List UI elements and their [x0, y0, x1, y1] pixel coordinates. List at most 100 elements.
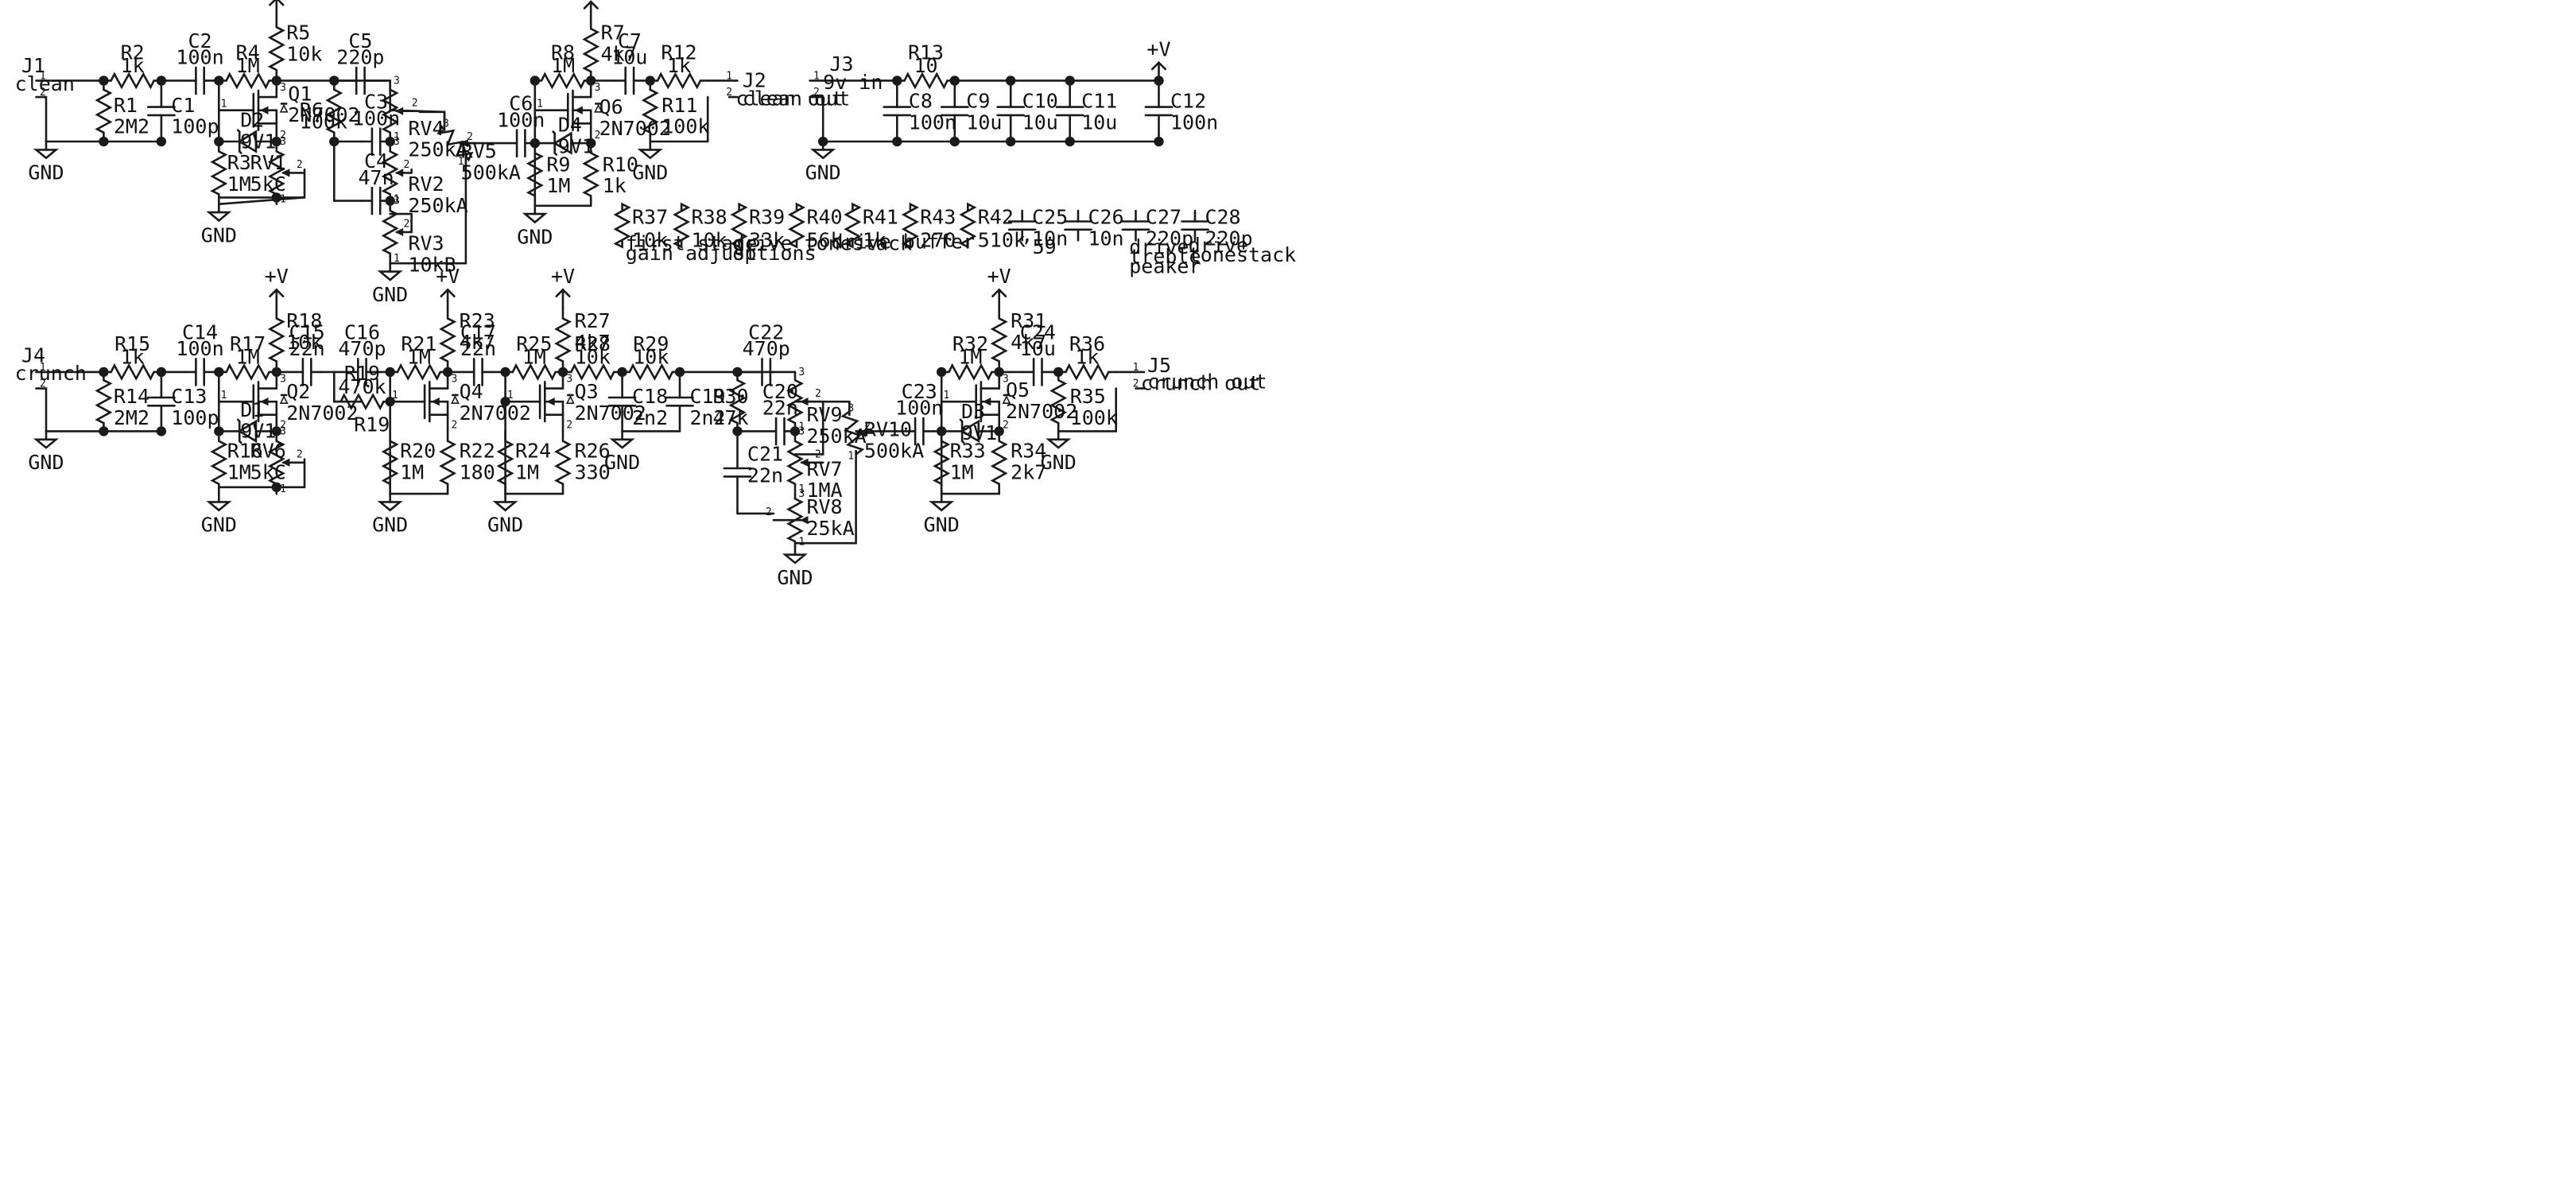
wire [793, 449, 857, 545]
value-label: 10k [286, 43, 322, 66]
ref-label: R39 [749, 206, 785, 229]
value-label: 10kB [408, 254, 456, 277]
value-label: 100n [497, 108, 545, 131]
pin-number: 2 [815, 388, 821, 400]
ref-label: R34 [1011, 440, 1046, 463]
pin-number: 2 [815, 449, 821, 461]
pin-number: 2 [403, 159, 409, 171]
ref-label: C15 [289, 320, 325, 343]
ref-label: R3 [227, 151, 251, 174]
junction-dot [156, 367, 167, 378]
ground-symbol [782, 545, 808, 564]
mosfet-q2 [217, 370, 289, 433]
resistor-body [267, 306, 285, 374]
value-label: 250kA [806, 425, 866, 448]
resistor-r11 [641, 80, 659, 143]
junction-dot [271, 192, 282, 203]
value-label: 1M [551, 54, 575, 77]
ref-label: Q6 [599, 95, 623, 118]
resistor-r13 [896, 72, 956, 90]
junction-dot [156, 426, 167, 436]
potentiometer-rv2 [381, 140, 413, 206]
ref-label: R18 [286, 309, 322, 332]
annotation-drive: drive [1129, 235, 1189, 258]
pin-number: 3 [394, 196, 400, 208]
value-label: 5kC [250, 460, 286, 483]
pin-number: 1 [813, 70, 820, 82]
wire [332, 140, 363, 202]
pin-number: 3 [280, 136, 286, 148]
junction-dot [892, 136, 902, 147]
capacitor-c26 [1064, 209, 1092, 242]
capacitor-c17 [463, 357, 494, 386]
annotation-first-stage: first stage [626, 232, 758, 255]
value-label: 22n [289, 337, 325, 360]
junction-dot [732, 426, 743, 436]
value-label: 9V1 [240, 130, 276, 153]
junction-dot [1005, 136, 1016, 147]
resistor-r22 [439, 430, 457, 495]
value-label: 4k7 [575, 331, 611, 354]
ref-label: RV9 [806, 403, 842, 426]
pin-number: 3 [280, 426, 286, 438]
pin-number: 1 [726, 70, 732, 82]
ground-label: GND [517, 225, 553, 248]
pin-number: 1 [944, 390, 950, 401]
value-label: 100n [176, 337, 223, 360]
junction-dot [1065, 76, 1075, 86]
junction-dot [1154, 76, 1164, 86]
capacitor-c2 [184, 66, 215, 95]
value-label: 10u [1022, 111, 1058, 134]
resistor-r23 [438, 306, 457, 374]
ref-label: R32 [952, 332, 988, 355]
potentiometer-rv6 [267, 430, 306, 495]
potentiometer-rv10 [840, 409, 874, 456]
capacitor-c8 [883, 80, 912, 143]
pin-number: 2 [1133, 378, 1139, 390]
ref-label: D4 [558, 114, 582, 137]
pin-number: 3 [848, 403, 854, 415]
ref-label: R11 [661, 94, 697, 117]
ref-label: R38 [692, 206, 727, 229]
junction-dot [271, 136, 282, 147]
ref-label: C25 [1032, 206, 1068, 229]
ref-label: R22 [460, 440, 495, 463]
value-label: 100n [176, 46, 223, 69]
resistor-body [526, 142, 544, 208]
pin-number: 1 [40, 70, 46, 82]
resistor-body [728, 370, 747, 433]
value-label: 10k [633, 346, 669, 369]
resistor-body [267, 15, 285, 82]
value-label: 2N7002 [460, 401, 531, 425]
junction-dot [817, 136, 828, 147]
ref-label: J5 [1147, 354, 1171, 377]
value-label: 100k [300, 110, 347, 133]
wire-none [217, 196, 306, 206]
pin-number: 3 [280, 373, 286, 385]
ref-label: C23 [902, 380, 937, 403]
value-label: 2N7002 [1006, 400, 1077, 423]
ref-label: R33 [950, 440, 986, 463]
resistor-body [649, 72, 709, 90]
ref-label: R19 [344, 362, 380, 385]
junction-dot [994, 367, 1004, 378]
ref-label: R25 [516, 332, 552, 355]
resistor-body [217, 72, 278, 90]
potentiometer-rv8 [772, 492, 809, 548]
connector-j4 [35, 370, 46, 390]
pin-number: 1 [537, 99, 543, 111]
value-label: 220p [1146, 227, 1193, 250]
pin-number: 3 [280, 82, 286, 94]
resistor-r29 [621, 363, 681, 382]
value-label: 2k7 [1011, 460, 1046, 483]
value-label: 1M [236, 54, 260, 77]
ref-label: D2 [240, 108, 264, 131]
ref-label: RV7 [806, 457, 842, 480]
ref-label: C4 [364, 149, 388, 173]
zener-diode-d2 [217, 129, 278, 154]
pin-number: 2 [1003, 419, 1009, 431]
junction-dot [271, 367, 282, 378]
value-label: 100n [1170, 111, 1218, 134]
resistor-r15 [103, 363, 163, 381]
